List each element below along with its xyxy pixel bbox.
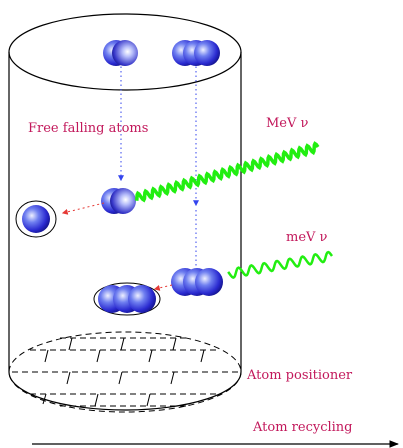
free-falling-label: Free falling atoms	[28, 121, 148, 136]
atom-ejected	[15, 200, 57, 238]
atom-lower	[171, 268, 223, 296]
positioner-label: Atom positioner	[246, 368, 353, 383]
neutrino-mev-wave	[135, 141, 320, 203]
cylinder-bottom	[8, 371, 242, 411]
kick-arrow-mev	[61, 202, 105, 215]
kick-arrow-low-mev	[153, 284, 173, 291]
atom-top-right	[172, 40, 220, 66]
atom-top-left	[103, 40, 138, 66]
mev-label: MeV ν	[266, 116, 309, 131]
recycling-label: Atom recycling	[252, 420, 353, 435]
low-mev-label: meV ν	[286, 230, 328, 245]
atom-captured	[93, 282, 161, 316]
neutrino-low-mev-wave	[227, 250, 334, 280]
cylinder	[8, 13, 242, 411]
atom-positioner	[8, 331, 242, 413]
atom-middle	[101, 188, 136, 214]
